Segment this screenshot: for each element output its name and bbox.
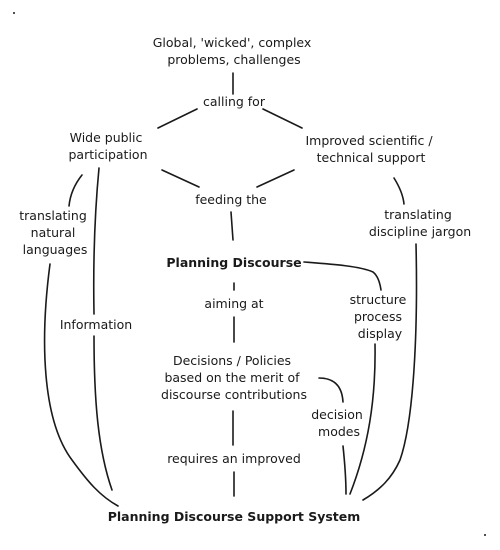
node-calling-for-line-1: calling for [203,94,266,109]
line-improved-support-to-translating-jargon [393,177,405,205]
corner-dot-bottom-right [484,534,486,536]
line-wide-public-to-information [92,167,100,315]
line-improved-support-to-feeding [256,169,295,188]
node-structure-line-2: process [354,309,402,324]
line-translating-natural-to-pdss [43,263,119,507]
connector-lines [43,72,418,507]
node-information: Information [60,317,132,332]
line-wide-public-to-feeding [161,169,200,188]
node-structure-line-1: structure [350,292,407,307]
node-challenges-line-2: problems, challenges [167,52,300,67]
node-translating-natural-line-1: translating [19,208,87,223]
node-challenges-line-1: Global, 'wicked', complex [153,35,312,50]
node-translating-natural-line-2: natural [31,225,76,240]
node-wide-public-line-1: Wide public [70,130,143,145]
line-feeding-to-planning-discourse [230,211,234,241]
node-translating-natural-languages: translating natural languages [19,208,90,257]
node-improved-support-line-1: Improved scientific / [305,133,433,148]
node-translating-natural-line-3: languages [23,242,88,257]
node-decision-modes: decision modes [311,407,367,439]
node-feeding-the-line-1: feeding the [195,192,267,207]
node-feeding-the: feeding the [195,192,267,207]
node-wide-public-participation: Wide public participation [69,130,148,162]
line-planning-discourse-to-structure [303,261,382,291]
node-planning-discourse: Planning Discourse [166,255,301,270]
node-aiming-at: aiming at [204,296,263,311]
node-decisions-line-1: Decisions / Policies [173,353,291,368]
node-aiming-at-line-1: aiming at [204,296,263,311]
node-requires-an-improved: requires an improved [167,451,301,466]
line-translating-jargon-to-pdss [362,243,418,501]
line-structure-to-pdss [349,343,376,495]
node-pdss-line-1: Planning Discourse Support System [108,509,361,524]
corner-dot-top-left [13,12,15,14]
line-decision-modes-to-pdss [342,445,347,495]
node-structure-process-display: structure process display [350,292,411,341]
node-decisions-line-2: based on the merit of [164,370,300,385]
node-decisions-line-3: discourse contributions [161,387,307,402]
node-planning-discourse-line-1: Planning Discourse [166,255,301,270]
node-translating-discipline-jargon: translating discipline jargon [369,207,471,239]
line-calling-for-to-improved-support [262,108,303,129]
node-wide-public-line-2: participation [69,147,148,162]
node-translating-jargon-line-2: discipline jargon [369,224,471,239]
line-calling-for-to-wide-public [157,108,198,129]
node-challenges: Global, 'wicked', complex problems, chal… [153,35,316,67]
line-decisions-to-decision-modes [318,377,344,403]
node-decision-modes-line-1: decision [311,407,363,422]
node-translating-jargon-line-1: translating [384,207,452,222]
node-requires-line-1: requires an improved [167,451,301,466]
node-information-line-1: Information [60,317,132,332]
node-improved-support-line-2: technical support [317,150,426,165]
node-improved-support: Improved scientific / technical support [305,133,436,165]
line-information-to-pdss [93,335,113,491]
node-decisions-policies: Decisions / Policies based on the merit … [161,353,307,402]
line-wide-public-to-translating-natural [68,174,83,207]
node-structure-line-3: display [358,326,403,341]
node-planning-discourse-support-system: Planning Discourse Support System [108,509,361,524]
node-decision-modes-line-2: modes [318,424,360,439]
node-calling-for: calling for [203,94,266,109]
